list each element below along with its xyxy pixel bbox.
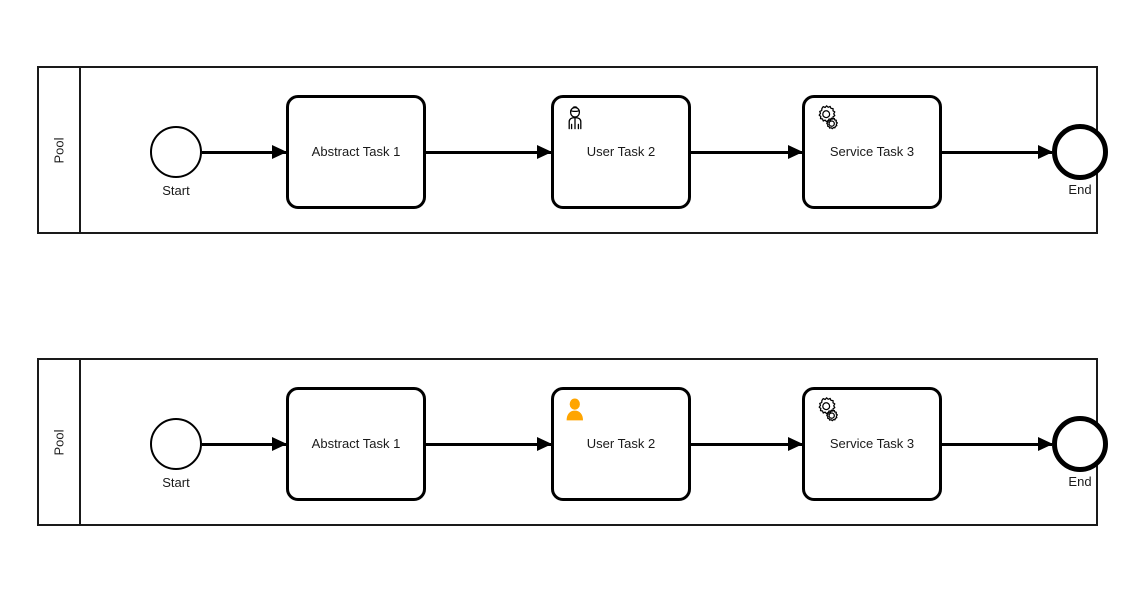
pool-top-task1-label: Abstract Task 1 xyxy=(311,144,401,160)
pool-top-flow-task1-to-task2[interactable] xyxy=(426,145,552,159)
user-icon xyxy=(561,104,589,132)
flow-line xyxy=(202,151,286,154)
flow-line xyxy=(202,443,286,446)
pool-bottom-end-label: End xyxy=(1068,474,1092,489)
pool-bottom-task-abstract-1[interactable]: Abstract Task 1 xyxy=(286,387,426,501)
pool-bottom-flow-task1-to-task2[interactable] xyxy=(426,437,552,451)
user-icon xyxy=(561,396,589,424)
pool-top[interactable]: Pool Start Abstract Task 1 xyxy=(37,66,1108,234)
pool-top-task-service-3[interactable]: Service Task 3 xyxy=(802,95,942,209)
pool-bottom-flow-task3-to-end[interactable] xyxy=(942,437,1053,451)
pool-top-start-label: Start xyxy=(162,183,190,198)
arrowhead-icon xyxy=(272,437,287,451)
pool-bottom-task-service-3[interactable]: Service Task 3 xyxy=(802,387,942,501)
pool-top-header[interactable]: Pool xyxy=(39,68,81,232)
pool-bottom-flow-start-to-task1[interactable] xyxy=(202,437,287,451)
pool-bottom-task3-label: Service Task 3 xyxy=(829,436,915,452)
arrowhead-icon xyxy=(1038,437,1053,451)
pool-bottom-header[interactable]: Pool xyxy=(39,360,81,524)
pool-bottom-flow-task2-to-task3[interactable] xyxy=(691,437,803,451)
pool-top-flow-task3-to-end[interactable] xyxy=(942,145,1053,159)
pool-top-task3-label: Service Task 3 xyxy=(829,144,915,160)
pool-bottom-start-event[interactable]: Start xyxy=(150,418,202,489)
arrowhead-icon xyxy=(272,145,287,159)
flow-line xyxy=(691,151,802,154)
pool-top-task-user-2[interactable]: User Task 2 xyxy=(551,95,691,209)
gears-icon xyxy=(812,104,840,132)
pool-bottom-task-user-2[interactable]: User Task 2 xyxy=(551,387,691,501)
pool-bottom-task2-label: User Task 2 xyxy=(586,436,656,452)
pool-bottom[interactable]: Pool Start Abstract Task 1 xyxy=(37,358,1108,526)
arrowhead-icon xyxy=(537,145,552,159)
flow-line xyxy=(426,151,551,154)
pool-bottom-end-event[interactable]: End xyxy=(1052,416,1108,488)
flow-line xyxy=(942,443,1052,446)
pool-top-end-event[interactable]: End xyxy=(1052,124,1108,196)
pool-bottom-start-label: Start xyxy=(162,475,190,490)
pool-bottom-task1-label: Abstract Task 1 xyxy=(311,436,401,452)
gears-icon xyxy=(812,396,840,424)
flow-line xyxy=(942,151,1052,154)
arrowhead-icon xyxy=(537,437,552,451)
flow-line xyxy=(691,443,802,446)
pool-bottom-label: Pool xyxy=(51,428,67,456)
pool-bottom-lane: Start Abstract Task 1 xyxy=(81,360,1108,524)
pool-top-end-label: End xyxy=(1068,182,1092,197)
pool-top-lane: Start Abstract Task 1 xyxy=(81,68,1108,232)
pool-top-flow-start-to-task1[interactable] xyxy=(202,145,287,159)
pool-top-flow-task2-to-task3[interactable] xyxy=(691,145,803,159)
pool-top-label: Pool xyxy=(51,136,67,164)
pool-top-task-abstract-1[interactable]: Abstract Task 1 xyxy=(286,95,426,209)
flow-line xyxy=(426,443,551,446)
arrowhead-icon xyxy=(1038,145,1053,159)
pool-top-task2-label: User Task 2 xyxy=(586,144,656,160)
pool-top-start-event[interactable]: Start xyxy=(150,126,202,197)
arrowhead-icon xyxy=(788,437,803,451)
arrowhead-icon xyxy=(788,145,803,159)
